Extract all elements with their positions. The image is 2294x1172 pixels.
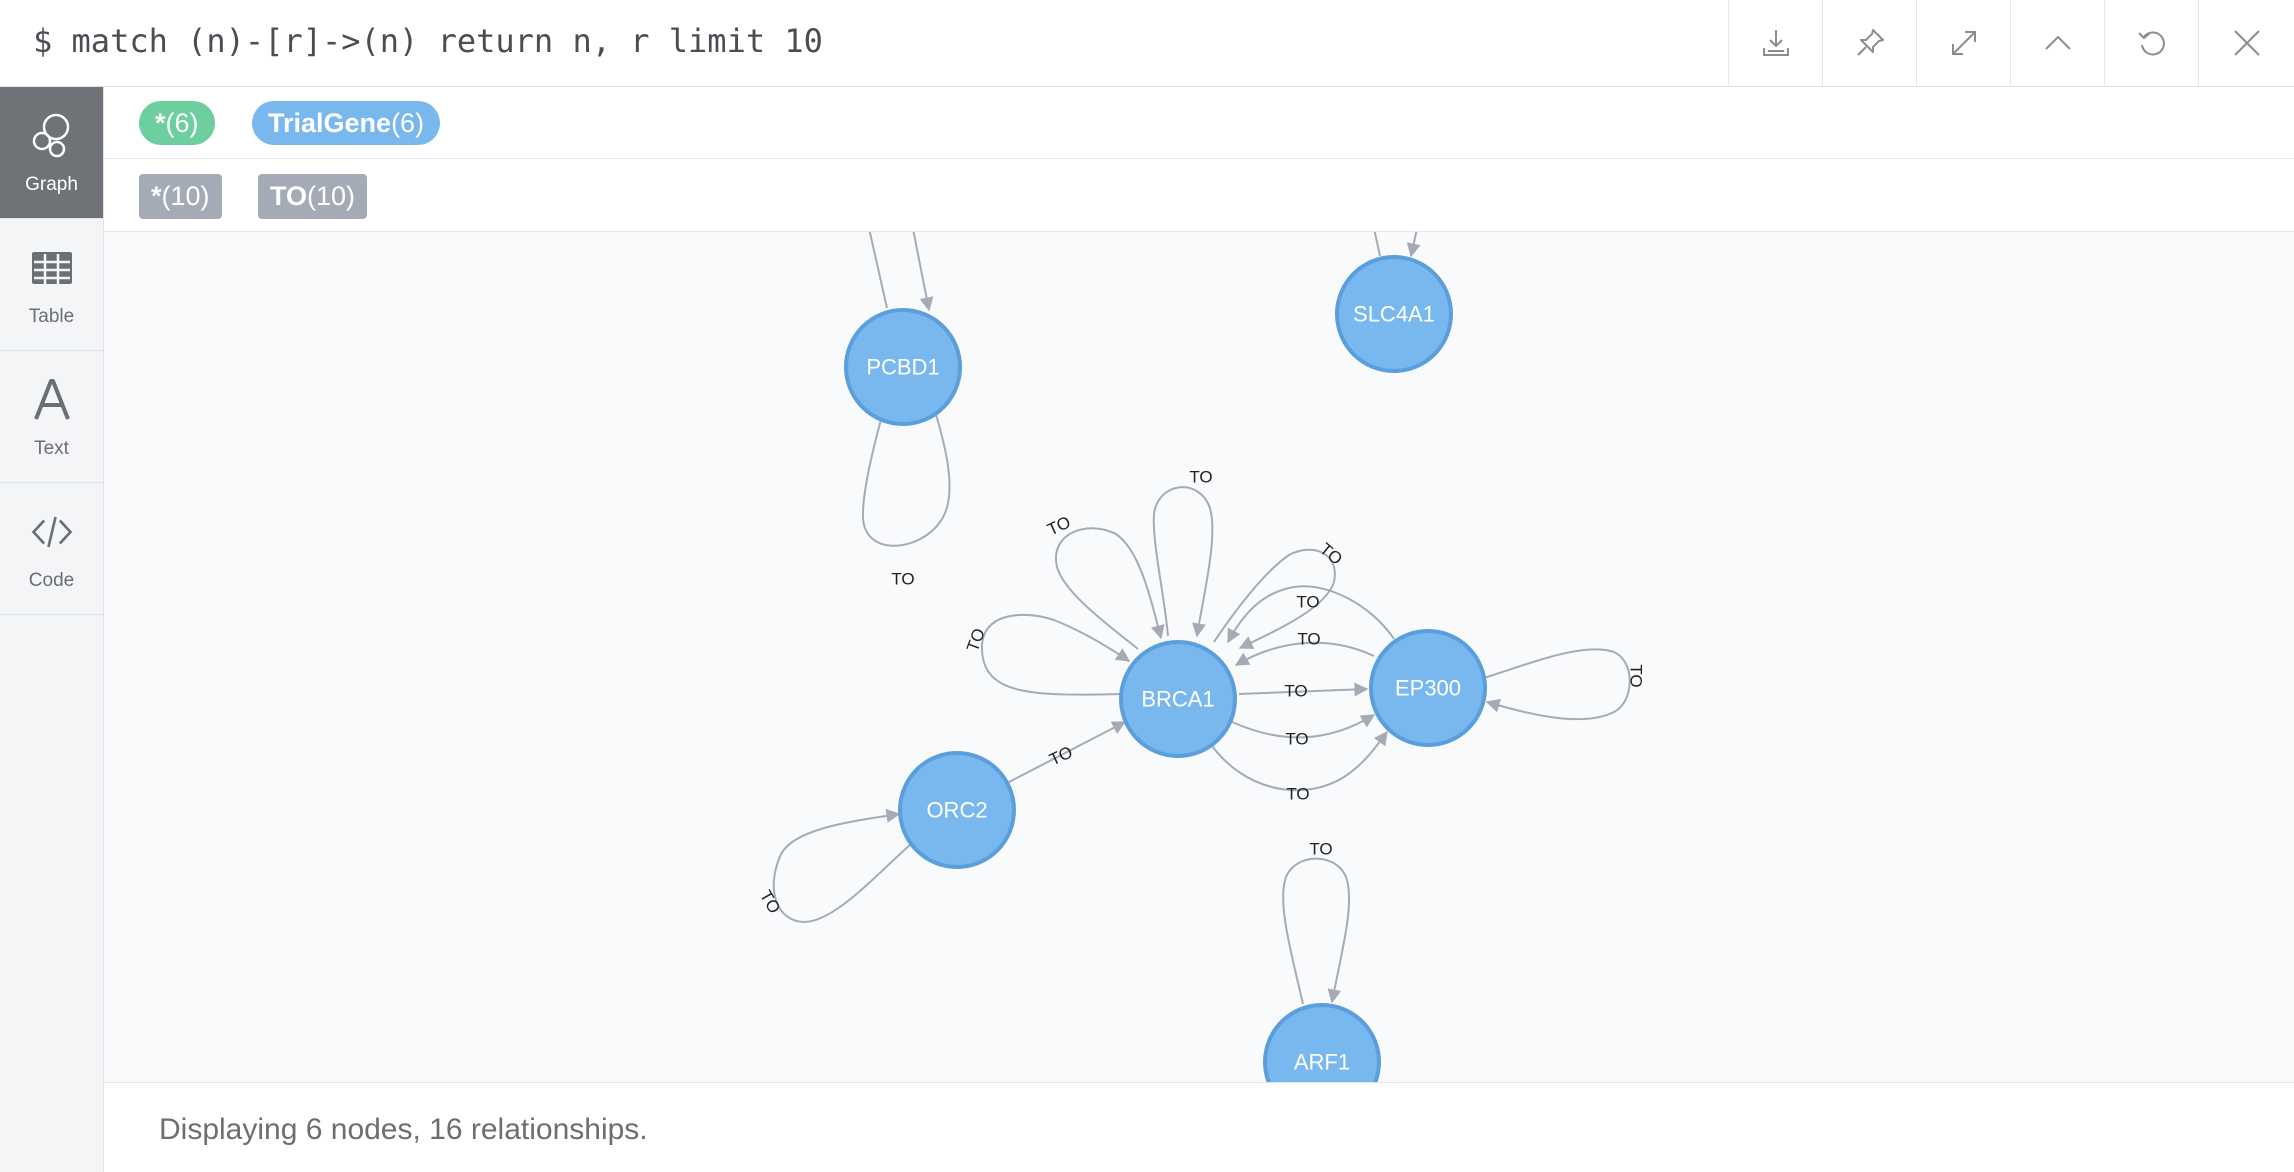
node-EP300[interactable]: EP300 bbox=[1369, 629, 1487, 747]
node-ARF1[interactable]: ARF1 bbox=[1263, 1003, 1381, 1082]
relationship-edge[interactable] bbox=[1209, 730, 1388, 792]
relationship-edge[interactable] bbox=[868, 232, 888, 309]
relationship-edge[interactable] bbox=[1008, 721, 1127, 783]
rel-label: TO bbox=[963, 626, 989, 654]
rel-label: TO bbox=[1316, 539, 1346, 569]
rel-tag-name: TO bbox=[270, 181, 308, 211]
rel-label: TO bbox=[1309, 840, 1332, 859]
sidebar-item-code[interactable]: Code bbox=[0, 483, 103, 615]
node-label: SLC4A1 bbox=[1353, 302, 1435, 327]
fullscreen-button[interactable] bbox=[1916, 0, 2010, 86]
rel-label: TO bbox=[1297, 630, 1320, 649]
text-icon bbox=[30, 375, 74, 425]
table-icon bbox=[30, 243, 74, 293]
label-pill-all[interactable]: *(6) bbox=[139, 101, 215, 145]
sidebar-item-graph[interactable]: Graph bbox=[0, 87, 103, 219]
graph-canvas[interactable]: TO TO TO TO TO TO TO TO TO TO TO TO TO T… bbox=[104, 232, 2294, 1082]
rel-tag-name: * bbox=[151, 181, 162, 211]
rel-tag-all[interactable]: *(10) bbox=[139, 174, 222, 219]
rel-tag-count: (10) bbox=[161, 181, 210, 211]
rel-label: TO bbox=[1284, 682, 1307, 701]
close-button[interactable] bbox=[2198, 0, 2294, 86]
node-label: PCBD1 bbox=[866, 355, 939, 380]
rerun-button[interactable] bbox=[2104, 0, 2198, 86]
code-icon bbox=[30, 507, 74, 557]
close-icon bbox=[2233, 30, 2260, 56]
refresh-icon bbox=[2137, 31, 2165, 56]
relationship-edge[interactable] bbox=[1282, 857, 1351, 1005]
expand-icon bbox=[1951, 31, 1976, 55]
rel-label: TO bbox=[1046, 742, 1075, 769]
sidebar-item-text[interactable]: Text bbox=[0, 351, 103, 483]
sidebar-item-label: Code bbox=[28, 570, 75, 591]
relationship-edge[interactable] bbox=[1483, 648, 1631, 721]
label-pill-count: (6) bbox=[391, 107, 425, 138]
download-button[interactable] bbox=[1728, 0, 1822, 86]
relationship-legend: *(10) TO(10) bbox=[104, 159, 2294, 232]
node-PCBD1[interactable]: PCBD1 bbox=[844, 308, 962, 426]
pin-icon bbox=[1856, 29, 1884, 56]
relationships bbox=[772, 232, 1631, 1005]
relationship-edge[interactable] bbox=[1373, 232, 1381, 257]
node-BRCA1[interactable]: BRCA1 bbox=[1119, 640, 1237, 758]
node-label: ARF1 bbox=[1294, 1050, 1350, 1075]
rel-tag-count: (10) bbox=[307, 181, 356, 211]
status-bar: Displaying 6 nodes, 16 relationships. bbox=[104, 1082, 2294, 1172]
rel-label: TO bbox=[1296, 593, 1319, 612]
relationship-edge[interactable] bbox=[1406, 232, 1421, 258]
relationship-edge[interactable] bbox=[1213, 548, 1336, 649]
relationship-edge[interactable] bbox=[1227, 585, 1395, 644]
rel-label: TO bbox=[1286, 785, 1309, 804]
collapse-button[interactable] bbox=[2010, 0, 2104, 86]
view-sidebar: Graph Table Text bbox=[0, 87, 104, 1172]
relationship-edge[interactable] bbox=[980, 613, 1131, 696]
relationship-edge[interactable] bbox=[772, 808, 912, 924]
node-label: EP300 bbox=[1395, 676, 1461, 701]
pin-button[interactable] bbox=[1822, 0, 1916, 86]
relationship-edge[interactable] bbox=[868, 232, 929, 310]
label-pill-name: TrialGene bbox=[268, 107, 392, 138]
rel-label: TO bbox=[891, 570, 914, 589]
relationship-edge[interactable] bbox=[1054, 527, 1165, 650]
label-pill-name: * bbox=[155, 107, 166, 138]
status-text: Displaying 6 nodes, 16 relationships. bbox=[159, 1113, 648, 1146]
label-legend: *(6) TrialGene(6) bbox=[104, 87, 2294, 159]
rel-label: TO bbox=[1627, 664, 1646, 687]
chevron-up-icon bbox=[2044, 35, 2071, 50]
sidebar-item-table[interactable]: Table bbox=[0, 219, 103, 351]
node-label: BRCA1 bbox=[1141, 687, 1214, 712]
query-text[interactable]: $ match (n)-[r]->(n) return n, r limit 1… bbox=[33, 22, 823, 60]
relationship-edge[interactable] bbox=[1238, 682, 1369, 697]
label-pill-trialgene[interactable]: TrialGene(6) bbox=[252, 101, 441, 145]
graph-svg[interactable]: TO TO TO TO TO TO TO TO TO TO TO TO TO T… bbox=[104, 232, 2294, 1082]
sidebar-item-label: Graph bbox=[25, 174, 78, 195]
rel-tag-to[interactable]: TO(10) bbox=[258, 174, 368, 219]
relationship-edge[interactable] bbox=[1234, 641, 1375, 666]
graph-icon bbox=[30, 111, 74, 161]
relationship-edge[interactable] bbox=[1152, 486, 1214, 638]
label-pill-count: (6) bbox=[165, 107, 199, 138]
rel-label: TO bbox=[756, 887, 784, 917]
relationship-edge[interactable] bbox=[861, 373, 951, 547]
download-icon bbox=[1762, 30, 1789, 56]
node-SLC4A1[interactable]: SLC4A1 bbox=[1335, 255, 1453, 373]
sidebar-item-label: Text bbox=[34, 438, 69, 459]
node-ORC2[interactable]: ORC2 bbox=[898, 751, 1016, 869]
sidebar-item-label: Table bbox=[28, 306, 75, 327]
rel-label: TO bbox=[1285, 730, 1308, 749]
relationship-edge[interactable] bbox=[1231, 714, 1376, 739]
rel-label: TO bbox=[1189, 468, 1212, 487]
query-bar: $ match (n)-[r]->(n) return n, r limit 1… bbox=[0, 0, 2294, 87]
node-label: ORC2 bbox=[926, 798, 987, 823]
